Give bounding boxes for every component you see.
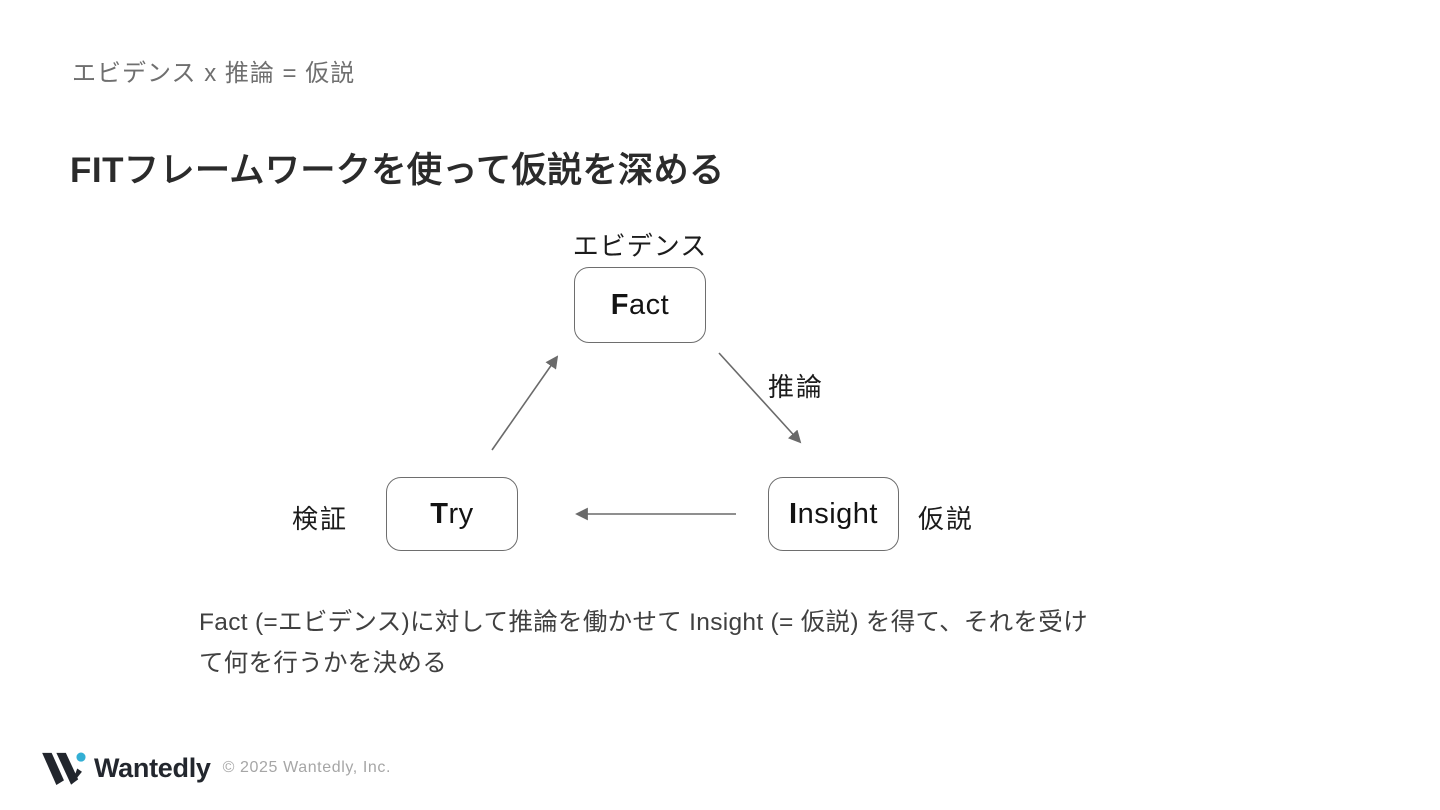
slide-title: FITフレームワークを使って仮説を深める xyxy=(70,151,725,190)
wantedly-logo-icon xyxy=(42,752,86,786)
logo-dot xyxy=(76,752,86,762)
insight-node: Insight xyxy=(768,477,899,551)
fact-annotation: エビデンス xyxy=(572,231,708,261)
try-node-label: Try xyxy=(430,497,474,530)
logo-stroke-kick xyxy=(71,768,82,785)
body-paragraph: Fact (=エビデンス)に対して推論を働かせて Insight (= 仮説) … xyxy=(199,602,1088,684)
fact-node: Fact xyxy=(574,267,706,343)
try-annotation: 検証 xyxy=(292,504,349,534)
slide-eyebrow: エビデンス x 推論 = 仮説 xyxy=(72,60,356,87)
brand-wordmark: Wantedly xyxy=(94,752,211,783)
insight-annotation: 仮説 xyxy=(918,504,975,534)
body-line-2: て何を行うかを決める xyxy=(199,650,447,677)
fact-node-label: Fact xyxy=(610,288,670,321)
logo-stroke-left xyxy=(42,752,64,786)
arrow-try-to-fact xyxy=(491,355,559,451)
insight-node-label: Insight xyxy=(789,497,878,530)
logo-stroke-right xyxy=(56,752,79,785)
body-line-1: Fact (=エビデンス)に対して推論を働かせて Insight (= 仮説) … xyxy=(199,609,1088,636)
copyright-text: © 2025 Wantedly, Inc. xyxy=(222,759,392,776)
edge-label-inference: 推論 xyxy=(768,372,825,402)
footer: Wantedly © 2025 Wantedly, Inc. xyxy=(40,748,391,788)
try-node: Try xyxy=(386,477,518,551)
